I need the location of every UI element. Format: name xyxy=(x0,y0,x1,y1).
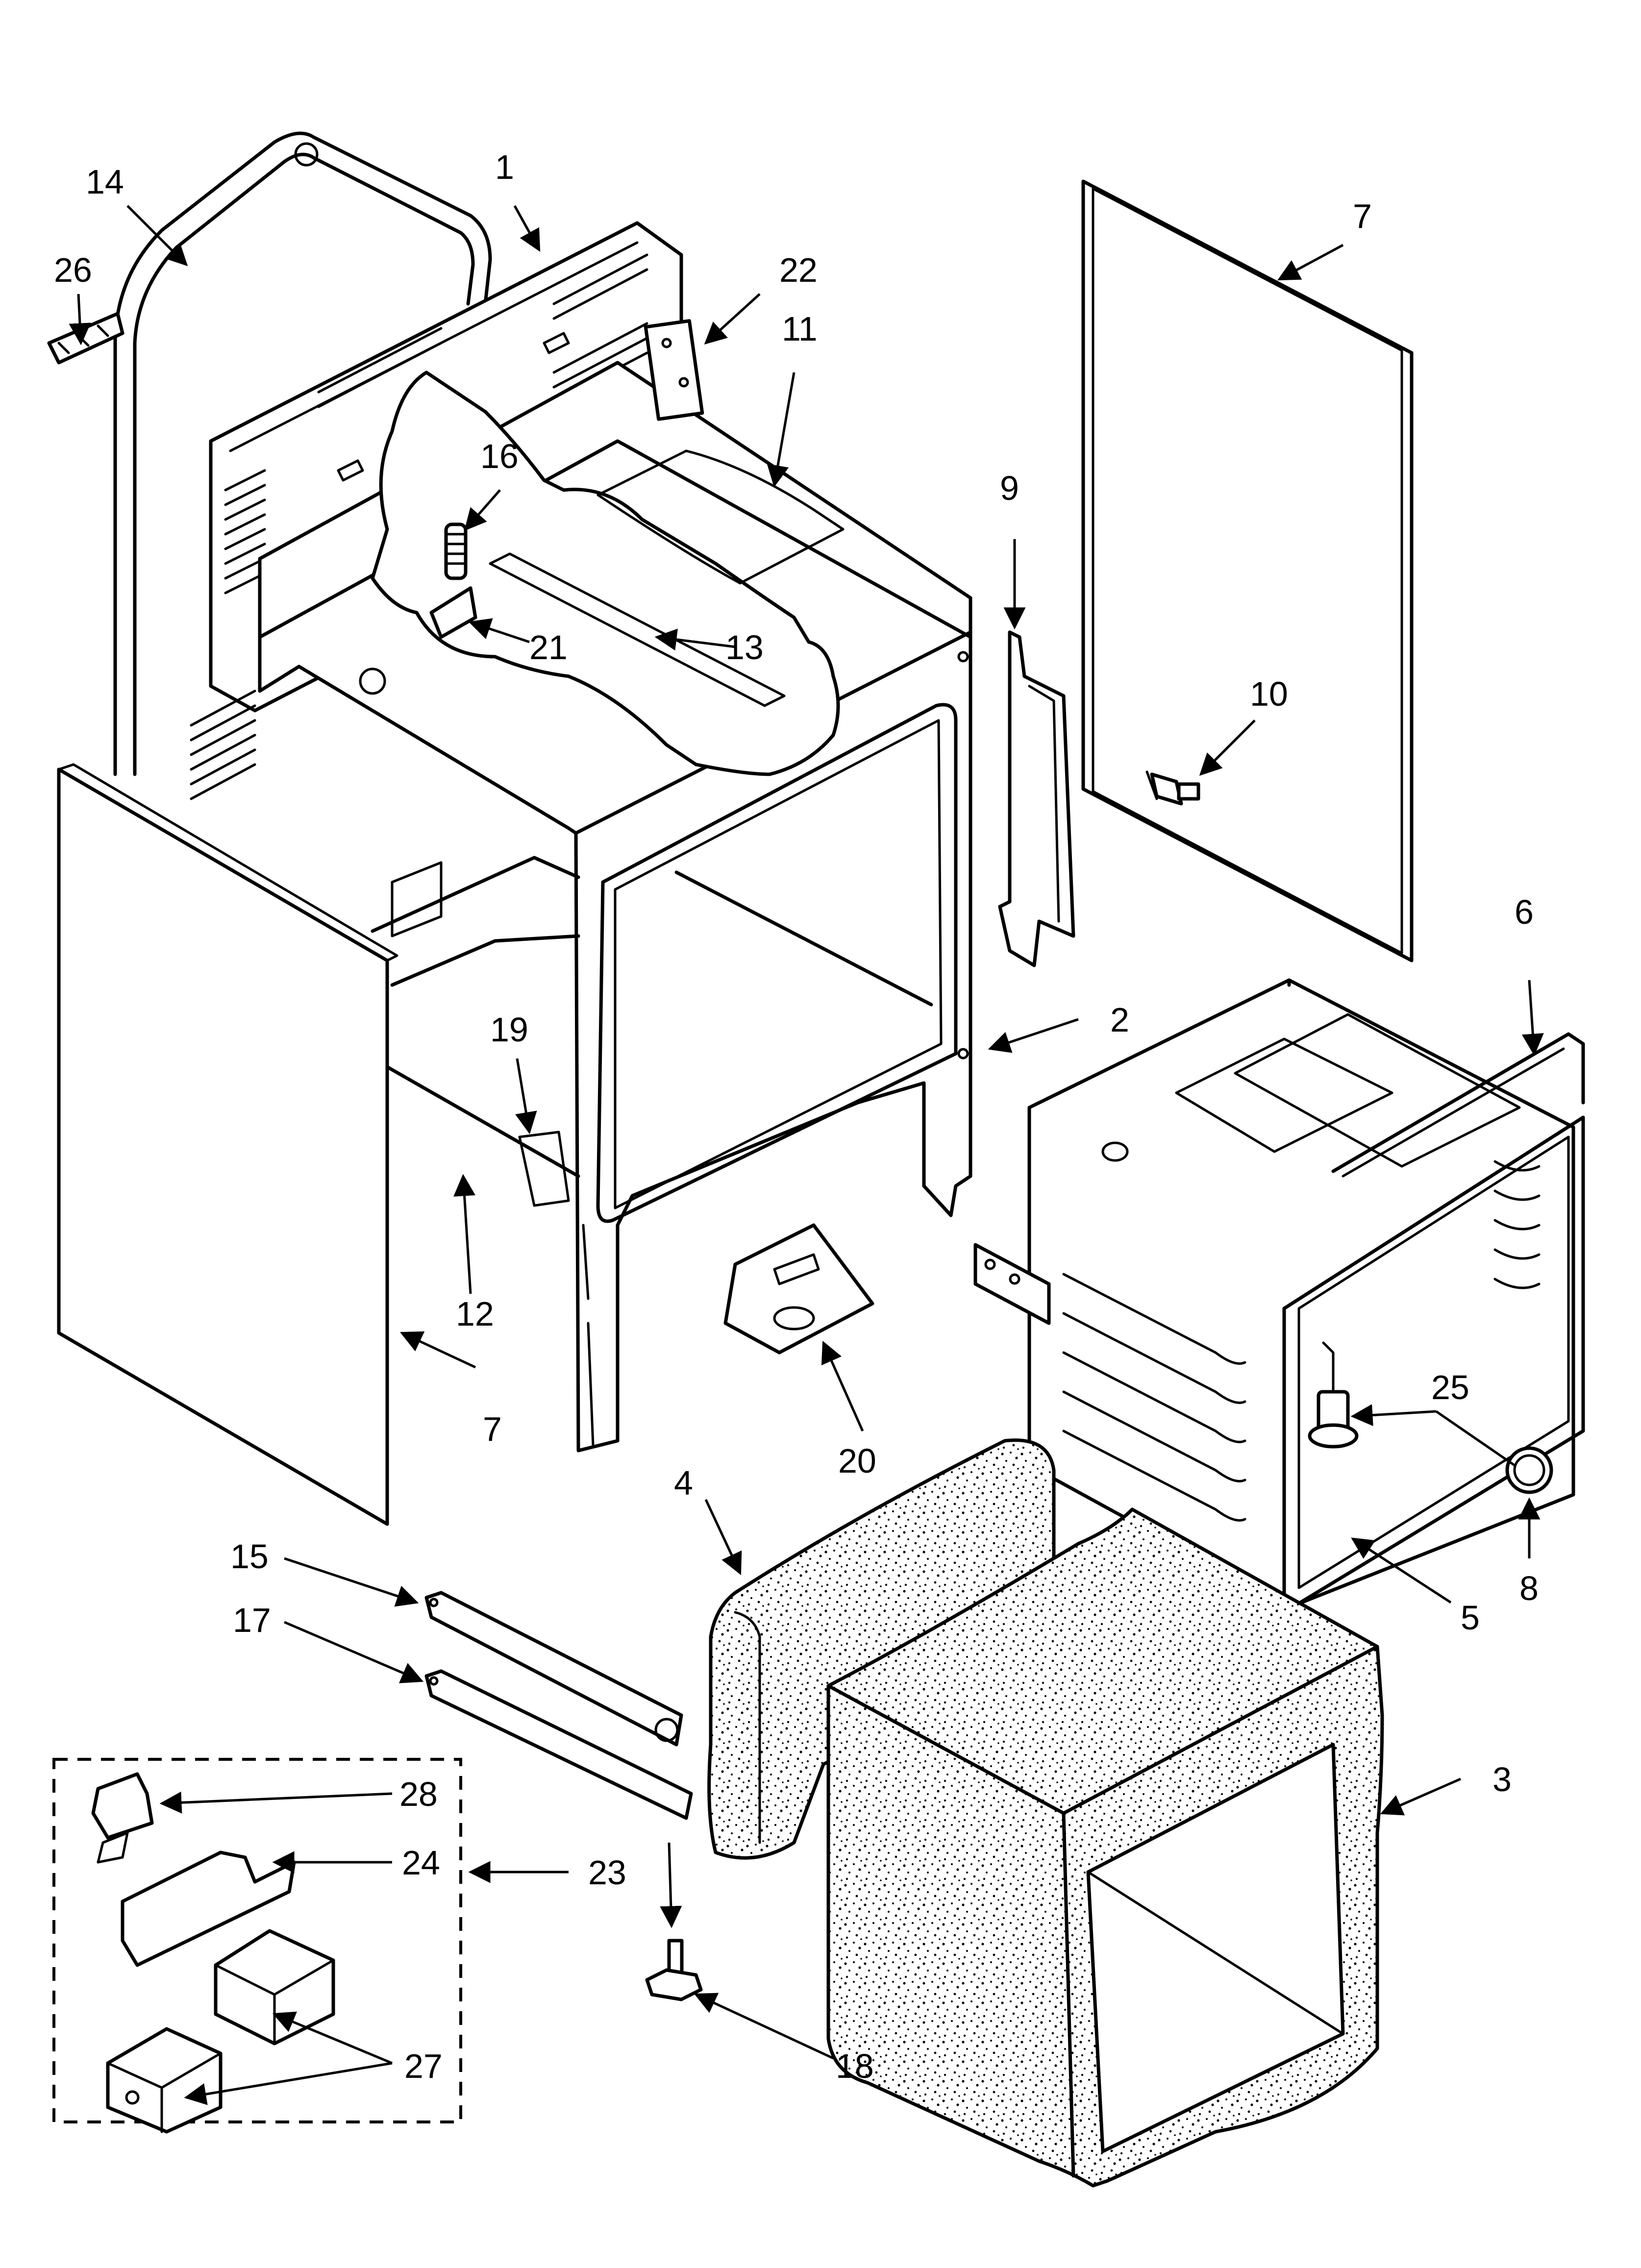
cabinet-frame-part xyxy=(258,361,972,1453)
callout-7-right: 7 xyxy=(1353,197,1372,235)
callout-16: 16 xyxy=(480,437,519,475)
lower-rail-part xyxy=(518,1131,570,1207)
callout-19: 19 xyxy=(490,1011,528,1049)
callout-9: 9 xyxy=(1000,469,1019,507)
leveling-leg-part xyxy=(645,1939,703,2001)
callout-1: 1 xyxy=(495,148,514,186)
left-side-panel-part xyxy=(57,763,398,1526)
insulation-blanket-part xyxy=(707,1438,1056,1860)
callout-26: 26 xyxy=(54,251,92,289)
callout-20: 20 xyxy=(838,1442,876,1480)
burner-cover-part xyxy=(723,1223,874,1355)
spring-part xyxy=(444,522,468,580)
callout-27: 27 xyxy=(404,2047,443,2085)
callout-leaders xyxy=(69,205,1544,2105)
parts-kit-box xyxy=(52,1758,462,2134)
callout-7-left: 7 xyxy=(483,1410,502,1448)
callout-21: 21 xyxy=(529,628,568,666)
oven-rack-part xyxy=(1282,1032,1585,1614)
callout-10: 10 xyxy=(1250,675,1288,713)
insulation-wrap-part xyxy=(826,1507,1384,2188)
cap-part xyxy=(1505,1446,1553,1494)
spacer-part xyxy=(106,1929,335,2134)
callout-15: 15 xyxy=(230,1537,269,1576)
callout-4: 4 xyxy=(674,1464,693,1502)
callout-23: 23 xyxy=(588,1853,626,1892)
clip-part xyxy=(429,586,477,639)
callout-5: 5 xyxy=(1461,1599,1480,1637)
callout-6: 6 xyxy=(1515,893,1534,931)
callout-3: 3 xyxy=(1492,1760,1512,1799)
hinge-plate-part xyxy=(644,319,704,421)
callout-24: 24 xyxy=(402,1844,440,1882)
callout-13: 13 xyxy=(725,628,764,666)
igniter-part xyxy=(1308,1341,1359,1449)
callout-12: 12 xyxy=(456,1295,494,1333)
terminal-block-part xyxy=(47,312,124,365)
callout-28: 28 xyxy=(399,1775,438,1813)
callout-2: 2 xyxy=(1110,1001,1129,1039)
door-switch-part xyxy=(1145,770,1200,806)
lower-rail-bracket-part xyxy=(424,1669,693,1820)
callout-17: 17 xyxy=(233,1601,271,1639)
callout-11: 11 xyxy=(782,310,818,348)
callout-22: 22 xyxy=(779,251,818,289)
right-side-panel-part xyxy=(1081,179,1414,962)
switch-part xyxy=(91,1772,154,1864)
side-bracket-strip-part xyxy=(998,630,1075,967)
upper-lower-rail-part xyxy=(424,1591,683,1747)
callout-labels: 1 2 3 4 5 6 7 7 8 9 10 11 12 13 14 15 16… xyxy=(54,148,1539,2085)
callout-25: 25 xyxy=(1431,1368,1469,1406)
callout-8: 8 xyxy=(1519,1569,1539,1607)
callout-18: 18 xyxy=(836,2047,874,2085)
callout-14: 14 xyxy=(86,163,124,201)
rear-frame-tube-part xyxy=(113,131,492,776)
oven-cavity-part xyxy=(973,978,1575,1609)
